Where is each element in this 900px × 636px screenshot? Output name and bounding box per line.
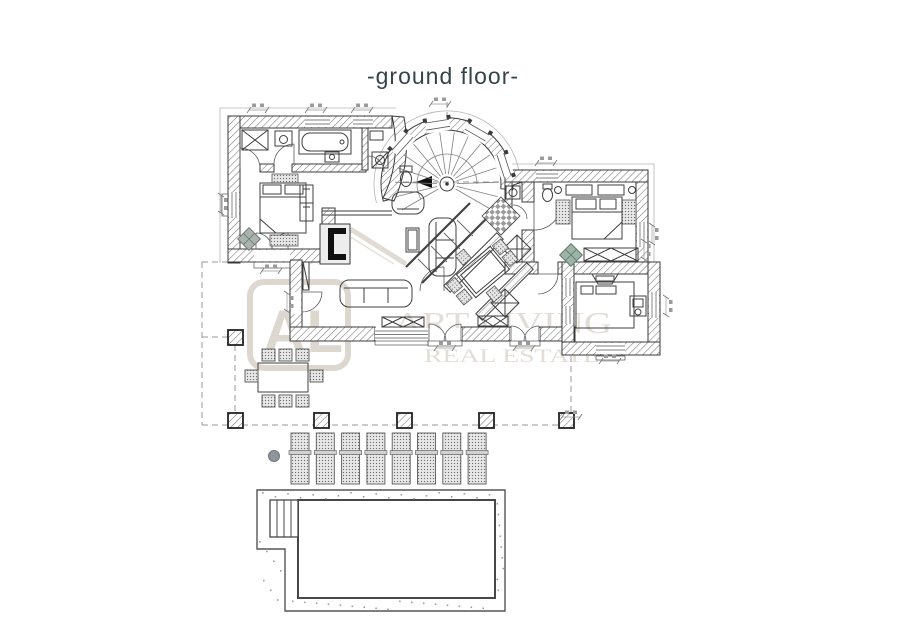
- bed: [259, 182, 307, 234]
- armchair: [391, 191, 425, 215]
- kitchen: [575, 273, 647, 329]
- roof-eave-lines: [219, 107, 655, 266]
- terrace-chair: [261, 394, 276, 408]
- dining-chair: [455, 288, 473, 306]
- terrace-pillar: [313, 412, 330, 429]
- cooker-hood: [591, 273, 619, 285]
- bench: [477, 315, 509, 327]
- dining-chair: [454, 248, 472, 266]
- terrace-chair: [278, 348, 293, 362]
- fireplace: [319, 223, 351, 265]
- sun-lounger: [288, 432, 312, 485]
- sun-lounger: [389, 432, 413, 485]
- dimension-mark: [512, 341, 536, 352]
- terrace-pillar: [227, 329, 244, 346]
- umbrella-base-icon: [268, 450, 280, 462]
- terrace-pillar: [396, 412, 413, 429]
- plant: [558, 242, 584, 268]
- tower-window: [493, 149, 516, 180]
- dining-chair: [445, 276, 464, 295]
- bathroom: [274, 129, 413, 187]
- sink: [324, 151, 340, 163]
- bench: [269, 234, 299, 247]
- stair-flight: [405, 202, 487, 284]
- dimension-mark: [559, 410, 583, 421]
- terrace-chair: [295, 348, 310, 362]
- terrace-chair: [261, 348, 276, 362]
- radiator: [302, 261, 310, 291]
- dining-set: [445, 238, 519, 306]
- dimension-marks: [217, 97, 673, 421]
- watermark-line2: REAL ESTATE: [424, 346, 600, 367]
- plan-title: -ground floor-: [367, 63, 519, 89]
- nightstand: [271, 173, 299, 184]
- terrace-pillar: [227, 412, 244, 429]
- dining-chair: [485, 285, 503, 303]
- sun-lounger: [313, 432, 337, 485]
- dimension-mark: [534, 156, 558, 167]
- dimension-mark: [283, 290, 294, 314]
- sun-lounger: [339, 432, 362, 485]
- dimension-mark: [246, 103, 270, 114]
- nightstand: [555, 199, 571, 225]
- dimension-mark: [217, 192, 228, 216]
- sink: [274, 130, 293, 147]
- dimension-mark: [648, 222, 659, 246]
- terrace-chair: [295, 394, 310, 408]
- tower-window: [422, 114, 451, 134]
- sun-lounger: [415, 432, 438, 485]
- swimming-pool: [297, 499, 496, 599]
- side-table: [405, 227, 420, 253]
- dimension-mark: [259, 264, 283, 275]
- tower-window: [463, 118, 494, 145]
- dimension-mark: [662, 294, 673, 318]
- bench: [381, 316, 425, 328]
- entrance-arrow-icon: [416, 176, 432, 188]
- dimension-mark: [350, 103, 374, 114]
- washer: [505, 185, 521, 200]
- spiral-staircase: [387, 114, 516, 284]
- terrace-chair: [309, 369, 324, 383]
- kitchen-island: [575, 281, 635, 329]
- shower: [371, 151, 389, 169]
- sofa: [339, 279, 413, 308]
- wardrobe: [299, 184, 314, 222]
- pool-area: [256, 489, 506, 612]
- terrace-chair: [278, 394, 293, 408]
- openings: [221, 117, 659, 361]
- terrace-pillar: [478, 412, 495, 429]
- nightstand: [621, 199, 637, 225]
- sofa: [428, 217, 457, 277]
- living-room: [302, 191, 519, 328]
- bedroom-right: [554, 184, 639, 268]
- bedroom-left: [236, 129, 314, 252]
- dimension-mark: [428, 97, 452, 108]
- dining-chair: [491, 238, 510, 256]
- stove: [629, 295, 647, 317]
- bench: [583, 247, 639, 262]
- sun-lounger: [440, 432, 464, 485]
- dresser-row: [554, 184, 636, 196]
- dimension-mark: [640, 238, 651, 262]
- wc-sink: [369, 130, 384, 141]
- dimension-mark: [598, 354, 622, 365]
- bed: [571, 196, 623, 240]
- checkered-entry-floor: [481, 196, 521, 236]
- terrace-pillar: [558, 412, 575, 429]
- entry-hall: [481, 183, 553, 318]
- sun-lounger: [364, 432, 388, 485]
- plant: [236, 226, 262, 252]
- terrace-chair: [244, 369, 259, 383]
- sun-lounger: [465, 432, 489, 485]
- dimension-mark: [304, 103, 328, 114]
- tower-window: [387, 128, 416, 158]
- dimension-mark: [433, 341, 457, 352]
- dining-chair: [501, 249, 519, 268]
- wardrobe: [241, 129, 269, 151]
